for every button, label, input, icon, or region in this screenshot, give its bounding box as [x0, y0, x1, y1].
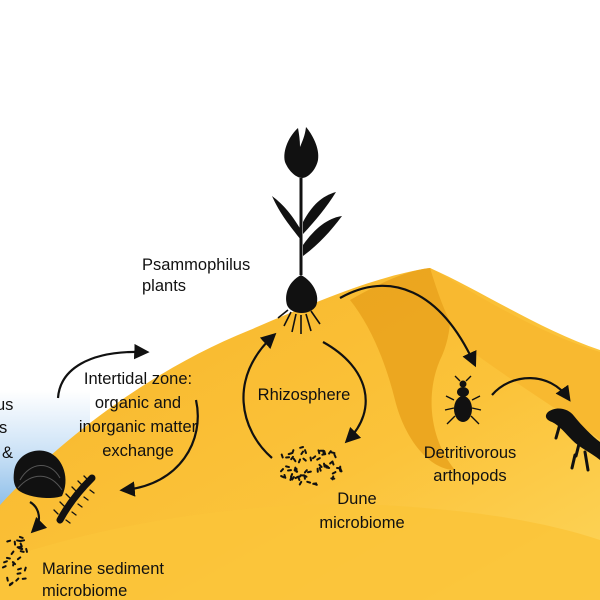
microbe-dot	[300, 450, 305, 456]
microbe-dot	[298, 480, 303, 486]
label-plants-line1: Psammophilus	[142, 256, 250, 274]
microbe-dot	[302, 457, 307, 462]
microbe-dot	[318, 463, 323, 468]
microbe-dot	[291, 476, 295, 481]
label-intertidal-line4: exchange	[102, 442, 174, 460]
microbe-dot	[21, 577, 27, 580]
arrow-rhizo-left	[242, 332, 277, 459]
microbe-dot	[285, 456, 291, 459]
microbe-dot	[331, 475, 335, 481]
beetle-icon	[444, 375, 482, 425]
label-detritivores-line1: Detritivorous	[424, 444, 517, 462]
microbe-dot	[321, 453, 327, 456]
microbe-dot	[291, 449, 295, 455]
label-plants-line2: plants	[142, 277, 186, 295]
clam-icon	[13, 450, 66, 498]
microbe-dot	[306, 470, 312, 474]
microbe-dot	[331, 471, 337, 475]
sand-foreground	[0, 504, 600, 600]
microbe-dot	[304, 449, 307, 455]
microbe-dot	[10, 550, 15, 555]
arrow-beetle-to-lizard	[491, 377, 571, 402]
microbe-dot	[6, 576, 9, 582]
arrow-rhizo-right	[322, 341, 367, 444]
microbe-dot	[296, 475, 302, 478]
microbe-dot	[330, 451, 336, 455]
microbe-dot	[285, 465, 290, 469]
flower-bulb-icon	[272, 127, 342, 334]
label-intertidal-line3: inorganic matter	[79, 418, 198, 436]
microbe-dot	[316, 457, 321, 461]
microbe-dot	[319, 449, 325, 452]
label-intertidal-line1: Intertidal zone:	[84, 370, 192, 388]
microbe-dot	[18, 535, 24, 539]
microbe-dot	[17, 567, 22, 571]
microbe-dots-icon	[1, 535, 28, 587]
microbe-dot	[16, 539, 22, 542]
sand-dune-shadow	[350, 268, 455, 470]
label-cut-left-line3: &	[2, 444, 13, 462]
microbe-dot	[279, 468, 285, 473]
microbe-dot	[280, 475, 285, 479]
microbe-dot	[289, 476, 293, 481]
label-marine-line1: Marine sediment	[42, 560, 164, 578]
microbe-dot	[339, 465, 342, 471]
label-detritivores-line2: arthopods	[433, 467, 506, 485]
label-cut-left-line1: us	[0, 396, 13, 414]
label-dune-line2: microbiome	[319, 514, 404, 532]
microbe-dot	[331, 460, 335, 466]
microbe-dot	[287, 452, 293, 456]
microbe-dot	[328, 450, 332, 455]
microbe-dot	[297, 458, 302, 464]
arrow-intertidal-top	[56, 343, 150, 399]
arrow-plant-to-beetle	[339, 284, 477, 368]
microbe-dot	[312, 482, 318, 486]
microbe-dot	[293, 469, 299, 473]
microbe-dot	[5, 556, 11, 560]
microbe-dot	[19, 542, 23, 548]
microbe-dot	[316, 467, 319, 473]
microbe-dot	[309, 456, 313, 462]
microbe-dot	[6, 539, 12, 543]
microbe-dot	[280, 453, 284, 459]
microbe-dot	[325, 466, 331, 469]
microbe-dots-icon	[279, 446, 343, 486]
microbe-dot	[333, 453, 337, 459]
microbe-dot	[290, 455, 294, 461]
arrow-intertidal-bottom	[119, 399, 199, 497]
microbe-dot	[20, 539, 26, 542]
microbe-dot	[283, 473, 287, 479]
microbe-dot	[19, 550, 25, 553]
microbe-dot	[15, 577, 20, 582]
microbe-dot	[16, 572, 22, 575]
label-rhizosphere: Rhizosphere	[258, 386, 351, 404]
microbe-dot	[306, 480, 312, 484]
microbe-dot	[25, 547, 28, 553]
microbe-dot	[302, 474, 308, 478]
label-intertidal-line2: organic and	[95, 394, 181, 412]
cycle-arrows	[29, 284, 571, 534]
microbe-dot	[8, 582, 14, 587]
microbe-dot	[12, 561, 15, 567]
microbe-dot	[16, 545, 22, 549]
microbe-dot	[303, 469, 308, 474]
worm-icon	[53, 474, 96, 524]
label-cut-left-line2: s	[0, 419, 7, 437]
microbe-dot	[16, 556, 22, 561]
microbe-dot	[3, 560, 8, 564]
microbe-dot	[311, 455, 317, 460]
arrow-clam-down	[29, 501, 48, 534]
microbe-dot	[1, 565, 7, 569]
microbe-dot	[292, 457, 297, 463]
microbe-dot	[318, 466, 322, 472]
label-dune-line1: Dune	[337, 490, 376, 508]
label-marine-line2: microbiome	[42, 582, 127, 600]
lizard-icon	[545, 408, 600, 472]
microbe-dot	[323, 462, 326, 468]
microbe-dot	[299, 446, 305, 449]
microbe-dot	[23, 566, 27, 572]
microbe-dot	[287, 469, 292, 472]
microbe-dot	[13, 540, 17, 546]
